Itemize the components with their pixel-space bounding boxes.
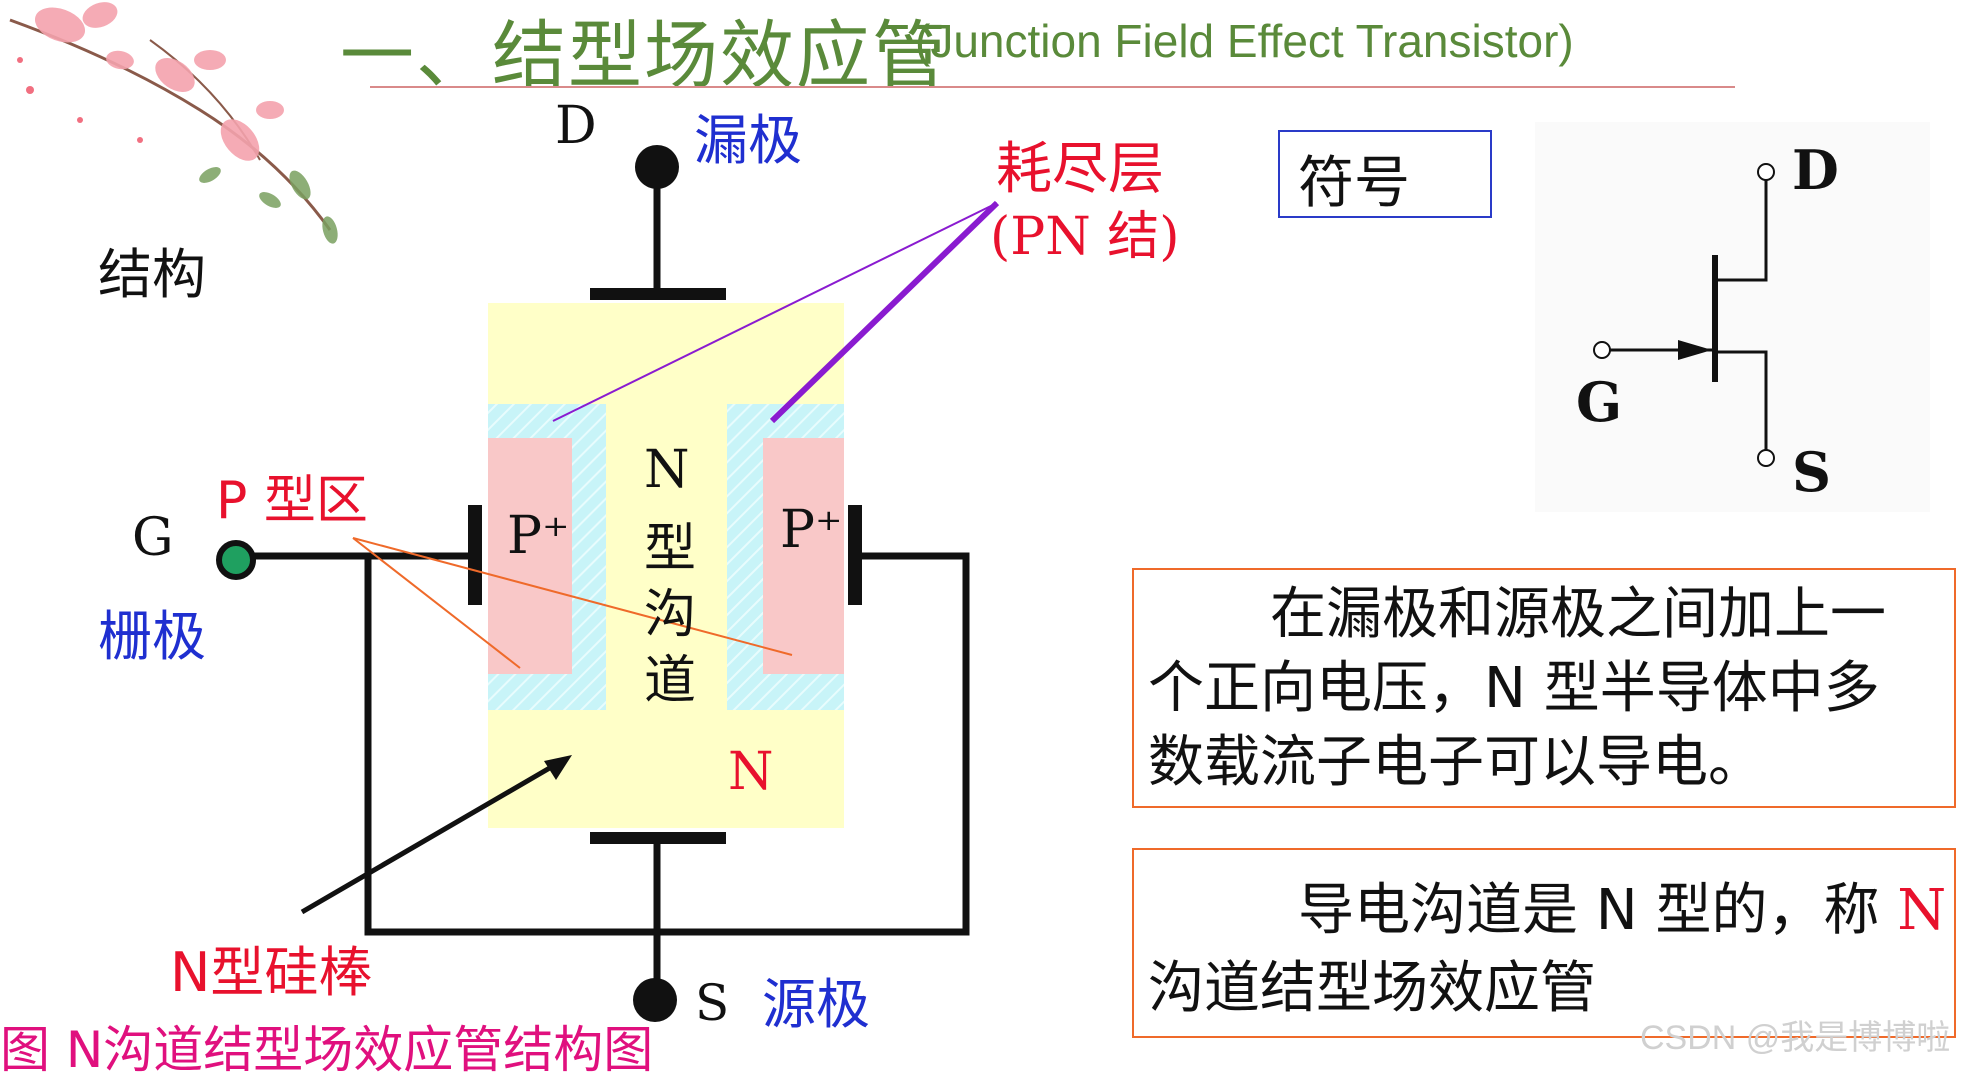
gate-terminal	[216, 540, 256, 580]
n-body-label: N	[728, 742, 774, 802]
p-plus-region-left	[488, 438, 572, 674]
symbol-s-label: S	[1792, 440, 1831, 504]
note1-line3: 数载流子电子可以导电。	[1148, 730, 1764, 795]
drain-letter: D	[555, 96, 597, 156]
channel-char-1: 型	[644, 519, 697, 579]
channel-n-label: N	[644, 440, 690, 500]
structure-label: 结构	[98, 243, 206, 306]
source-letter: S	[695, 974, 730, 1032]
drain-terminal	[635, 145, 679, 189]
gate-name: 栅极	[98, 605, 206, 668]
note1-line2: 个正向电压，N 型半导体中多	[1148, 656, 1880, 721]
note2-line1-red: N	[1897, 878, 1947, 943]
page-title-english: (Junction Field Effect Transistor)	[915, 15, 1574, 67]
symbol-g-label: G	[1576, 370, 1623, 434]
watermark: CSDN @我是博博啦	[1640, 1019, 1951, 1057]
p-plus-right-label: P⁺	[780, 500, 843, 560]
drain-name: 漏极	[694, 109, 802, 172]
page-title: 一、结型场效应管	[340, 13, 948, 99]
symbol-label: 符号	[1298, 151, 1410, 216]
note-box-conduction	[1132, 568, 1956, 808]
p-plus-left-label: P⁺	[507, 506, 570, 566]
note-box-channel-type	[1132, 848, 1956, 1038]
depletion-label-line1: 耗尽层	[996, 137, 1164, 202]
note2-line2: 沟道结型场效应管	[1148, 956, 1596, 1021]
p-plus-region-right	[763, 438, 844, 674]
symbol-label-box	[1278, 130, 1492, 218]
title-underline	[370, 86, 1735, 88]
figure-caption: 图 N沟道结型场效应管结构图	[0, 1021, 654, 1079]
note2-line1: 导电沟道是 N 型的，称 N	[1298, 874, 1946, 948]
note1-line1: 在漏极和源极之间加上一	[1270, 582, 1886, 647]
channel-char-3: 道	[644, 651, 697, 711]
p-region-label: P 型区	[216, 471, 368, 531]
source-name: 源极	[762, 973, 870, 1036]
symbol-d-label: D	[1792, 138, 1839, 202]
depletion-label-line2: (PN 结)	[990, 207, 1180, 267]
n-bar-label: N型硅棒	[170, 941, 373, 1004]
channel-char-2: 沟	[644, 585, 697, 645]
note2-line1-text: 导电沟道是 N 型的，称	[1298, 878, 1898, 943]
gate-letter: G	[132, 508, 174, 568]
source-terminal	[633, 978, 677, 1022]
floral-decoration	[9, 2, 338, 244]
